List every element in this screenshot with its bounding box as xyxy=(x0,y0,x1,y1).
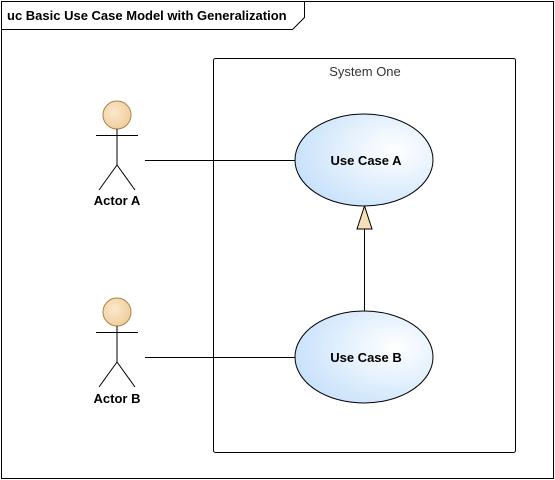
actor-a-head xyxy=(102,100,132,130)
use-case-b-label: Use Case B xyxy=(330,350,402,365)
actor-b[interactable]: Actor B xyxy=(94,297,141,406)
actor-a-stick-figure-icon xyxy=(96,100,138,191)
actor-a[interactable]: Actor A xyxy=(94,100,141,208)
system-boundary-title: System One xyxy=(329,64,401,79)
use-case-a[interactable]: Use Case A xyxy=(294,113,434,207)
generalization-arrowhead xyxy=(356,204,373,230)
frame-title: uc Basic Use Case Model with Generalizat… xyxy=(7,8,287,23)
use-case-b[interactable]: Use Case B xyxy=(294,310,434,404)
actor-b-stick-figure-icon xyxy=(96,297,138,388)
use-case-a-label: Use Case A xyxy=(330,153,402,168)
actor-b-head xyxy=(102,297,132,327)
use-case-a-ellipse[interactable] xyxy=(294,113,434,207)
use-case-b-ellipse[interactable] xyxy=(294,310,434,404)
frame-title-tab xyxy=(1,1,305,30)
actor-b-label: Actor B xyxy=(94,391,141,406)
actor-a-label: Actor A xyxy=(94,193,141,208)
